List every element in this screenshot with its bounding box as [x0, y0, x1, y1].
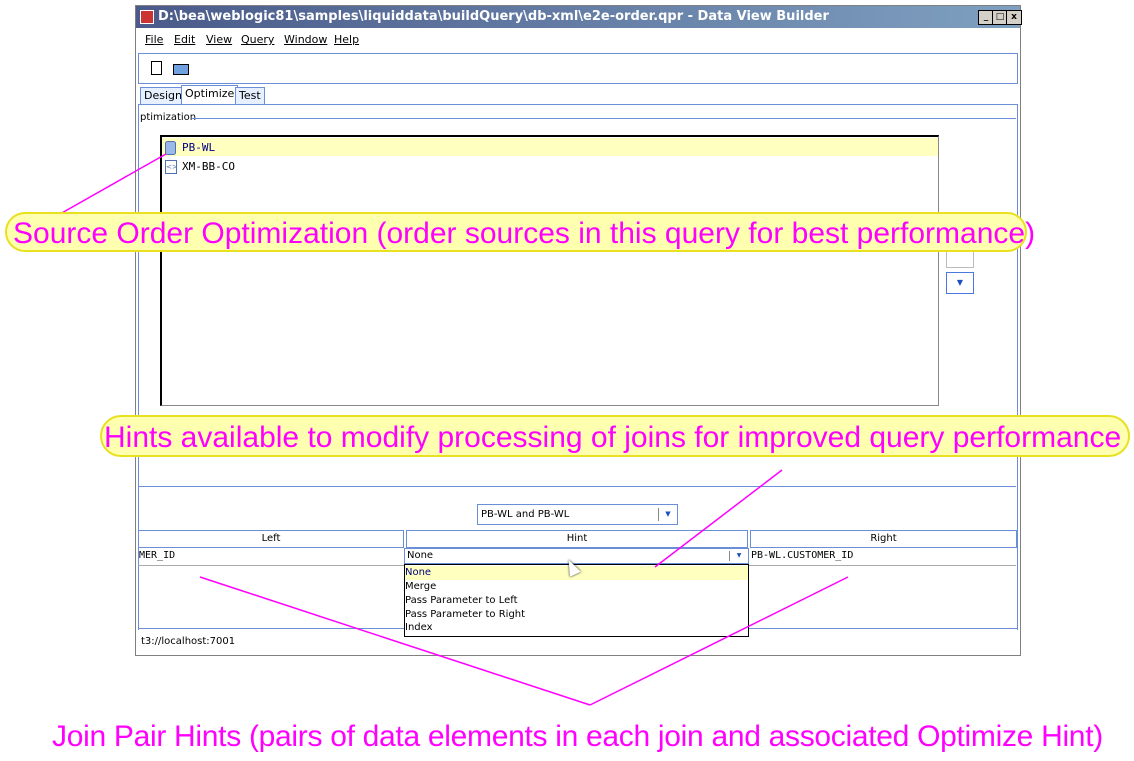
callout-hints: Hints available to modify processing of …: [100, 415, 1130, 457]
optimize-panel: [138, 104, 1018, 630]
list-item[interactable]: <> XM-BB-CO: [162, 157, 938, 175]
menu-view[interactable]: View: [206, 33, 233, 46]
menu-edit[interactable]: Edit: [174, 33, 196, 46]
chevron-down-icon: ▼: [729, 551, 748, 561]
tab-optimize[interactable]: Optimize: [181, 85, 239, 105]
right-cell: PB-WL.CUSTOMER_ID: [751, 550, 854, 561]
title-bar: D:\bea\weblogic81\samples\liquiddata\bui…: [136, 6, 1022, 28]
toolbar: [138, 53, 1018, 84]
menu-file[interactable]: File: [145, 33, 164, 46]
xml-file-icon: <>: [165, 160, 178, 174]
new-file-icon[interactable]: [151, 61, 162, 75]
source-order-list: PB-WL <> XM-BB-CO: [160, 135, 939, 406]
menu-window[interactable]: Window: [284, 33, 328, 46]
move-down-button[interactable]: ▼: [946, 272, 974, 294]
hint-option-pass-left[interactable]: Pass Parameter to Left: [405, 595, 518, 606]
menu-help[interactable]: Help: [334, 33, 360, 46]
open-folder-icon[interactable]: [173, 64, 189, 75]
source-name: XM-BB-CO: [182, 160, 235, 173]
list-item[interactable]: PB-WL: [162, 138, 938, 156]
annotation-line: [59, 153, 167, 215]
annotation-line: [589, 576, 849, 706]
menu-query[interactable]: Query: [241, 33, 275, 46]
hint-option-index[interactable]: Index: [405, 622, 433, 633]
hint-option-merge[interactable]: Merge: [405, 581, 437, 592]
divider: [138, 486, 1016, 487]
hint-dropdown-list: None Merge Pass Parameter to Left Pass P…: [404, 564, 749, 637]
column-header-hint[interactable]: Hint: [406, 530, 748, 548]
window-title: D:\bea\weblogic81\samples\liquiddata\bui…: [158, 9, 829, 24]
left-cell: MER_ID: [139, 550, 176, 561]
annotation-line: [654, 469, 783, 568]
source-name: PB-WL: [182, 141, 216, 154]
callout-source-order: Source Order Optimization (order sources…: [5, 212, 1035, 252]
join-pair-select[interactable]: PB-WL and PB-WL ▼: [477, 504, 678, 525]
hint-option-pass-right[interactable]: Pass Parameter to Right: [405, 609, 526, 620]
callout-join-pair: Join Pair Hints (pairs of data elements …: [52, 720, 1103, 753]
chevron-down-icon: ▼: [658, 508, 677, 521]
annotation-line: [199, 576, 591, 706]
hint-select[interactable]: None ▼: [404, 548, 749, 564]
database-icon: [165, 141, 176, 155]
hint-option-none[interactable]: None: [405, 566, 748, 580]
status-bar: t3://localhost:7001: [141, 636, 236, 647]
tab-test[interactable]: Test: [235, 87, 265, 105]
column-header-left[interactable]: Left: [138, 530, 404, 548]
close-button[interactable]: x: [1006, 10, 1022, 25]
section-divider: [192, 118, 1016, 119]
column-header-right[interactable]: Right: [750, 530, 1017, 548]
section-label: ptimization: [140, 112, 197, 123]
app-icon: [140, 10, 154, 24]
